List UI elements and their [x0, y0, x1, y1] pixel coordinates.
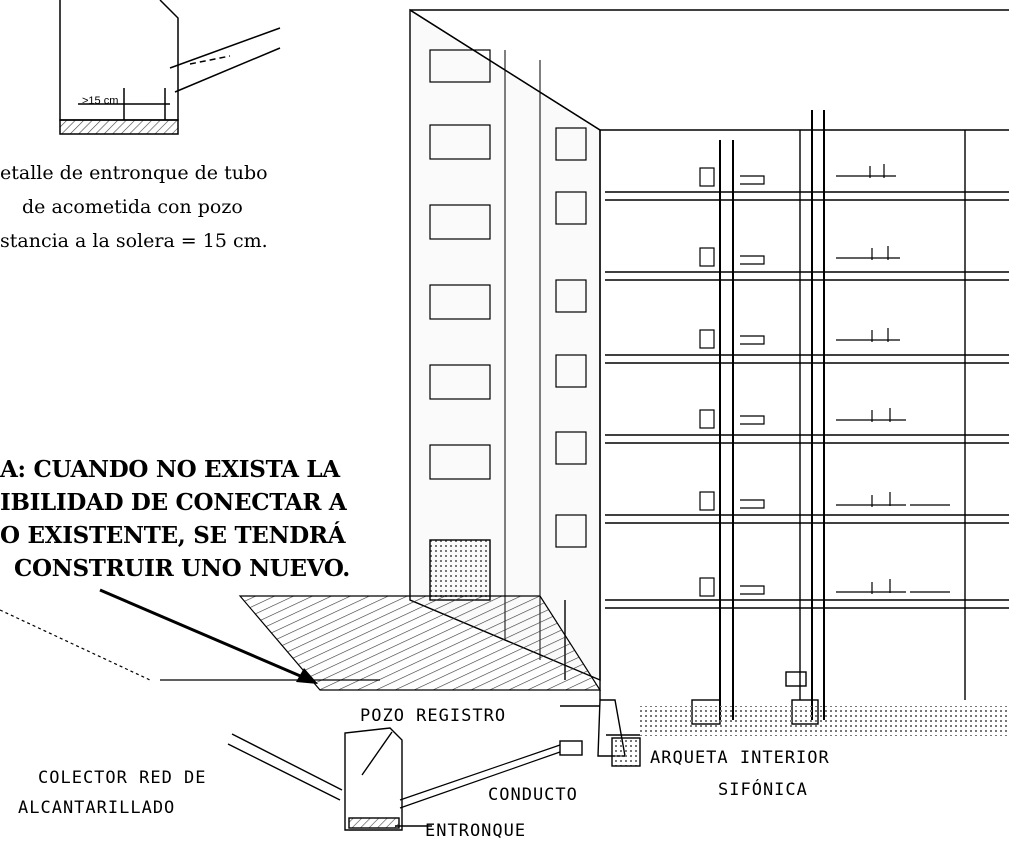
- label-entronque: ENTRONQUE: [425, 821, 526, 841]
- detail-caption: etalle de entronque de tubo de acometida…: [0, 158, 330, 268]
- label-conducto: CONDUCTO: [488, 785, 578, 805]
- note-arrow: [99, 588, 318, 684]
- label-arqueta-line2: SIFÓNICA: [718, 778, 808, 800]
- note-line1: A: CUANDO NO EXISTA LA: [0, 456, 340, 483]
- label-pozo-registro: POZO REGISTRO: [360, 706, 506, 726]
- label-colector-line2: ALCANTARILLADO: [18, 798, 175, 818]
- building-section: [599, 110, 1009, 725]
- building-facade: [409, 8, 1009, 682]
- pozo-registro-drawing: [227, 699, 641, 831]
- detail-dimension: >15 cm: [82, 95, 118, 107]
- detail-caption-line1: etalle de entronque de tubo: [0, 162, 268, 184]
- note-line3: O EXISTENTE, SE TENDRÁ: [0, 522, 346, 549]
- label-arqueta-line1: ARQUETA INTERIOR: [650, 748, 830, 768]
- ground-paving: [0, 595, 1009, 736]
- note-line4: CONSTRUIR UNO NUEVO.: [14, 555, 351, 582]
- note-line2: IBILIDAD DE CONECTAR A: [0, 489, 347, 516]
- construction-note: A: CUANDO NO EXISTA LA IBILIDAD DE CONEC…: [0, 440, 380, 590]
- label-colector-line1: COLECTOR RED DE: [38, 768, 207, 788]
- detail-caption-line2: de acometida con pozo: [22, 196, 243, 218]
- detail-caption-line3: stancia a la solera = 15 cm.: [0, 230, 268, 252]
- detail-inset: [59, 0, 281, 135]
